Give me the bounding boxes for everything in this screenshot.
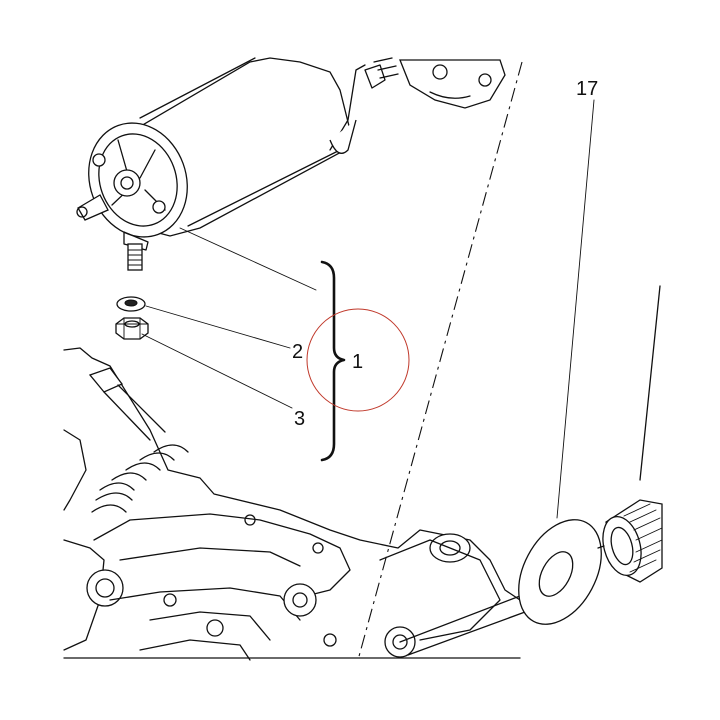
flange-gasket[interactable] <box>399 59 506 109</box>
callout-3: 3 <box>294 408 305 430</box>
thrust-washer-part-17[interactable] <box>502 506 618 639</box>
callout-2: 2 <box>292 341 303 363</box>
starter-motor[interactable] <box>73 57 399 271</box>
highlight-circle <box>306 308 410 412</box>
nut-part-3[interactable] <box>115 317 149 340</box>
engine-crankcase[interactable] <box>63 347 556 661</box>
needle-roller-bearing[interactable] <box>597 285 663 583</box>
washer-part-2[interactable] <box>116 296 146 312</box>
callout-17: 17 <box>576 78 598 100</box>
assembly-axis-line <box>357 61 523 661</box>
callout-1: 1 <box>352 351 363 373</box>
leader-lines <box>141 99 595 519</box>
group-bracket <box>320 260 346 462</box>
